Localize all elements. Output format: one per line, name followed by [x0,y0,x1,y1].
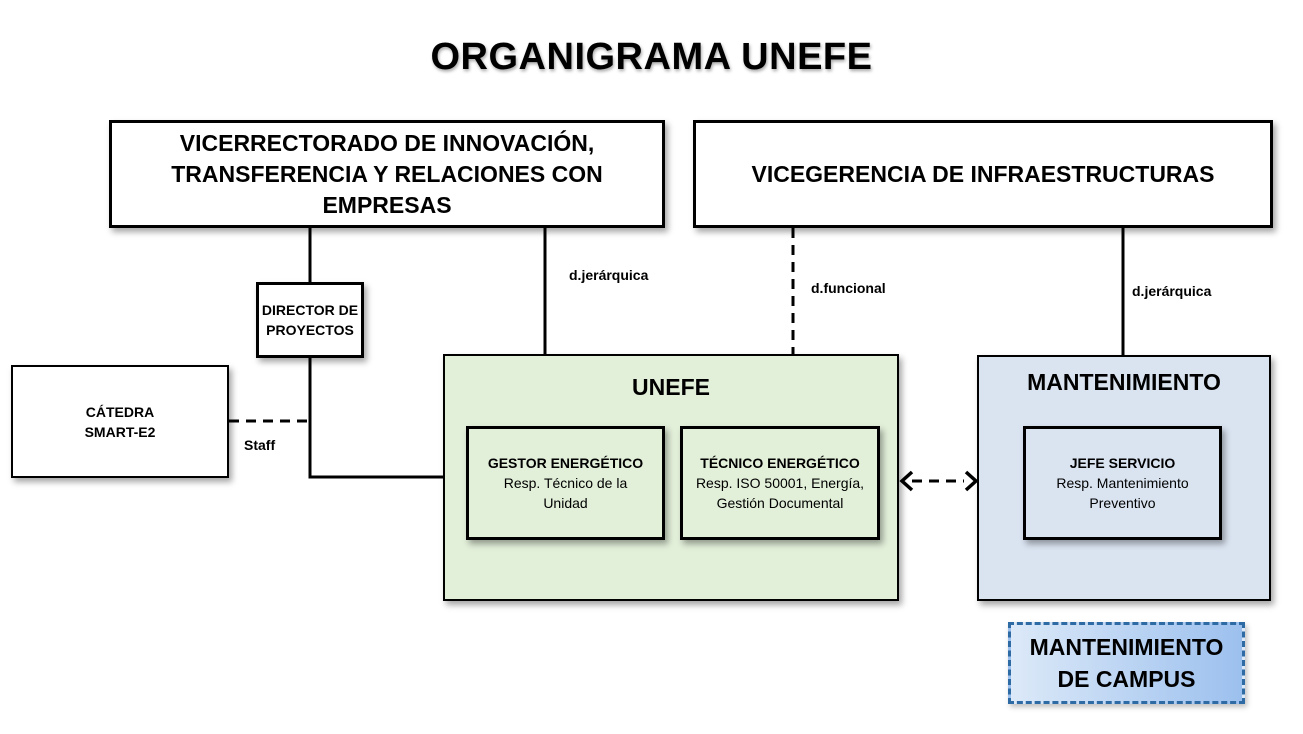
gestor-energetico-desc-line2: Unidad [543,495,588,511]
vicegerencia-box: VICEGERENCIA DE INFRAESTRUCTURAS [693,120,1273,228]
funcional-label: d.funcional [811,280,886,296]
arrowhead-right [964,470,979,492]
gestor-energetico-desc-line1: Resp. Técnico de la [503,475,628,491]
director-proyectos-box: DIRECTOR DE PROYECTOS [256,282,364,358]
mantenimiento-title: MANTENIMIENTO [1027,369,1221,395]
campus-label-line1: MANTENIMIENTO [1029,634,1224,660]
staff-label: Staff [244,437,276,453]
tecnico-energetico-box: TÉCNICO ENERGÉTICO Resp. ISO 50001, Ener… [680,426,880,540]
jerarquica-right-label: d.jerárquica [1132,283,1212,299]
page-title: ORGANIGRAMA UNEFE [430,36,873,78]
director-label-line1: DIRECTOR DE [261,302,359,318]
arrowhead-left [899,470,914,492]
tecnico-energetico-desc-line1: Resp. ISO 50001, Energía, [695,475,865,491]
jerarquica-left-label: d.jerárquica [569,267,649,283]
campus-label-line2: DE CAMPUS [1057,666,1196,692]
tecnico-energetico-name: TÉCNICO ENERGÉTICO [700,455,860,471]
vicerrectorado-box: VICERRECTORADO DE INNOVACIÓN, TRANSFEREN… [109,120,665,228]
jefe-servicio-desc-line1: Resp. Mantenimiento [1056,475,1189,491]
unefe-title: UNEFE [632,374,710,400]
vicegerencia-label: VICEGERENCIA DE INFRAESTRUCTURAS [751,160,1215,187]
line-director-unefe [308,358,443,479]
jefe-servicio-name: JEFE SERVICIO [1069,455,1176,471]
gestor-energetico-box: GESTOR ENERGÉTICO Resp. Técnico de la Un… [466,426,665,540]
jefe-servicio-desc-line2: Preventivo [1089,495,1156,511]
vicerrectorado-label-line1: VICERRECTORADO DE INNOVACIÓN, [179,129,595,156]
jefe-servicio-box: JEFE SERVICIO Resp. Mantenimiento Preven… [1023,426,1222,540]
vicerrectorado-label-line2: TRANSFERENCIA Y RELACIONES CON EMPRESAS [171,160,603,218]
mantenimiento-campus-box: MANTENIMIENTO DE CAMPUS [1008,622,1245,704]
tecnico-energetico-desc-line2: Gestión Documental [716,495,844,511]
catedra-label-line2: SMART-E2 [84,423,156,440]
director-label-line2: PROYECTOS [266,322,354,338]
catedra-label-line1: CÁTEDRA [85,403,155,420]
gestor-energetico-name: GESTOR ENERGÉTICO [487,455,644,471]
catedra-box: CÁTEDRA SMART-E2 [11,365,229,478]
